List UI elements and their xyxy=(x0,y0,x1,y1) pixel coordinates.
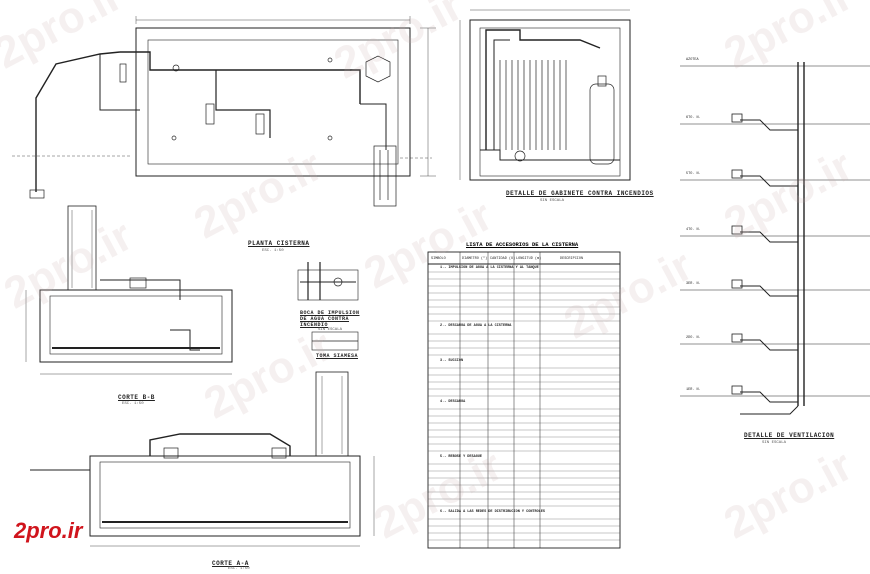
table-section-heading: 6.- SALIDA A LAS REDES DE DISTRIBUCION Y… xyxy=(440,510,546,514)
section-a-drawing xyxy=(30,371,375,547)
fire-cabinet-detail xyxy=(459,9,631,181)
table-section-heading: 3.- SUCCION xyxy=(440,359,464,363)
impulsion-scale: SIN ESCALA xyxy=(318,328,343,332)
impulsion-title: BOCA DE IMPULSION DE AGUA CONTRA INCENDI… xyxy=(300,310,360,328)
ventilation-title: DETALLE DE VENTILACION xyxy=(744,432,835,439)
table-header-symbol: SIMBOLO xyxy=(431,257,446,261)
table-row-lines xyxy=(428,271,620,541)
site-logo: 2pro.ir xyxy=(14,518,83,543)
plan-scale: ESC. 1:50 xyxy=(262,249,284,253)
ventilation-detail xyxy=(680,62,870,415)
section-a-title: CORTE A-A xyxy=(212,560,249,567)
section-b-scale: ESC. 1:50 xyxy=(122,402,144,406)
table-section-heading: 1.- IMPULSION DE AGUA A LA CISTERNA Y AL… xyxy=(440,266,539,270)
table-title: LISTA DE ACCESORIOS DE LA CISTERNA xyxy=(466,241,579,248)
toma-title: TOMA SIAMESA xyxy=(316,353,359,359)
plan-title: PLANTA CISTERNA xyxy=(248,240,310,247)
level-label: 2DO. N. xyxy=(686,336,701,340)
table-header-quantity: CANTIDAD (U) xyxy=(490,257,516,261)
table-header-diameter: DIAMETRO (") xyxy=(462,257,488,261)
table-section-heading: 5.- REBOSE Y DESAGUE xyxy=(440,455,483,459)
section-a-scale: ESC. 1:50 xyxy=(228,567,250,571)
level-label: 3ER. N. xyxy=(686,282,701,286)
fire-detail-title: DETALLE DE GABINETE CONTRA INCENDIOS xyxy=(506,190,654,197)
table-header-length: LONGITUD (m) xyxy=(516,257,542,261)
impulsion-detail xyxy=(297,262,359,351)
level-label: 6TO. N. xyxy=(686,116,701,120)
ventilation-scale: SIN ESCALA xyxy=(762,441,787,445)
level-label: 1ER. N. xyxy=(686,388,701,392)
table-section-heading: 4.- DESCARGA xyxy=(440,400,466,404)
section-b-drawing xyxy=(25,205,233,375)
accessories-table xyxy=(427,251,621,549)
level-label: AZOTEA xyxy=(686,58,699,62)
fire-detail-scale: SIN ESCALA xyxy=(540,199,565,203)
table-header-description: DESCRIPCION xyxy=(560,257,584,261)
table-section-heading: 2.- DESCARGA DE AGUA A LA CISTERNA xyxy=(440,324,512,328)
level-label: 4TO. N. xyxy=(686,228,701,232)
plan-drawing xyxy=(12,16,436,207)
section-b-title: CORTE B-B xyxy=(118,394,155,401)
level-label: 5TO. N. xyxy=(686,172,701,176)
